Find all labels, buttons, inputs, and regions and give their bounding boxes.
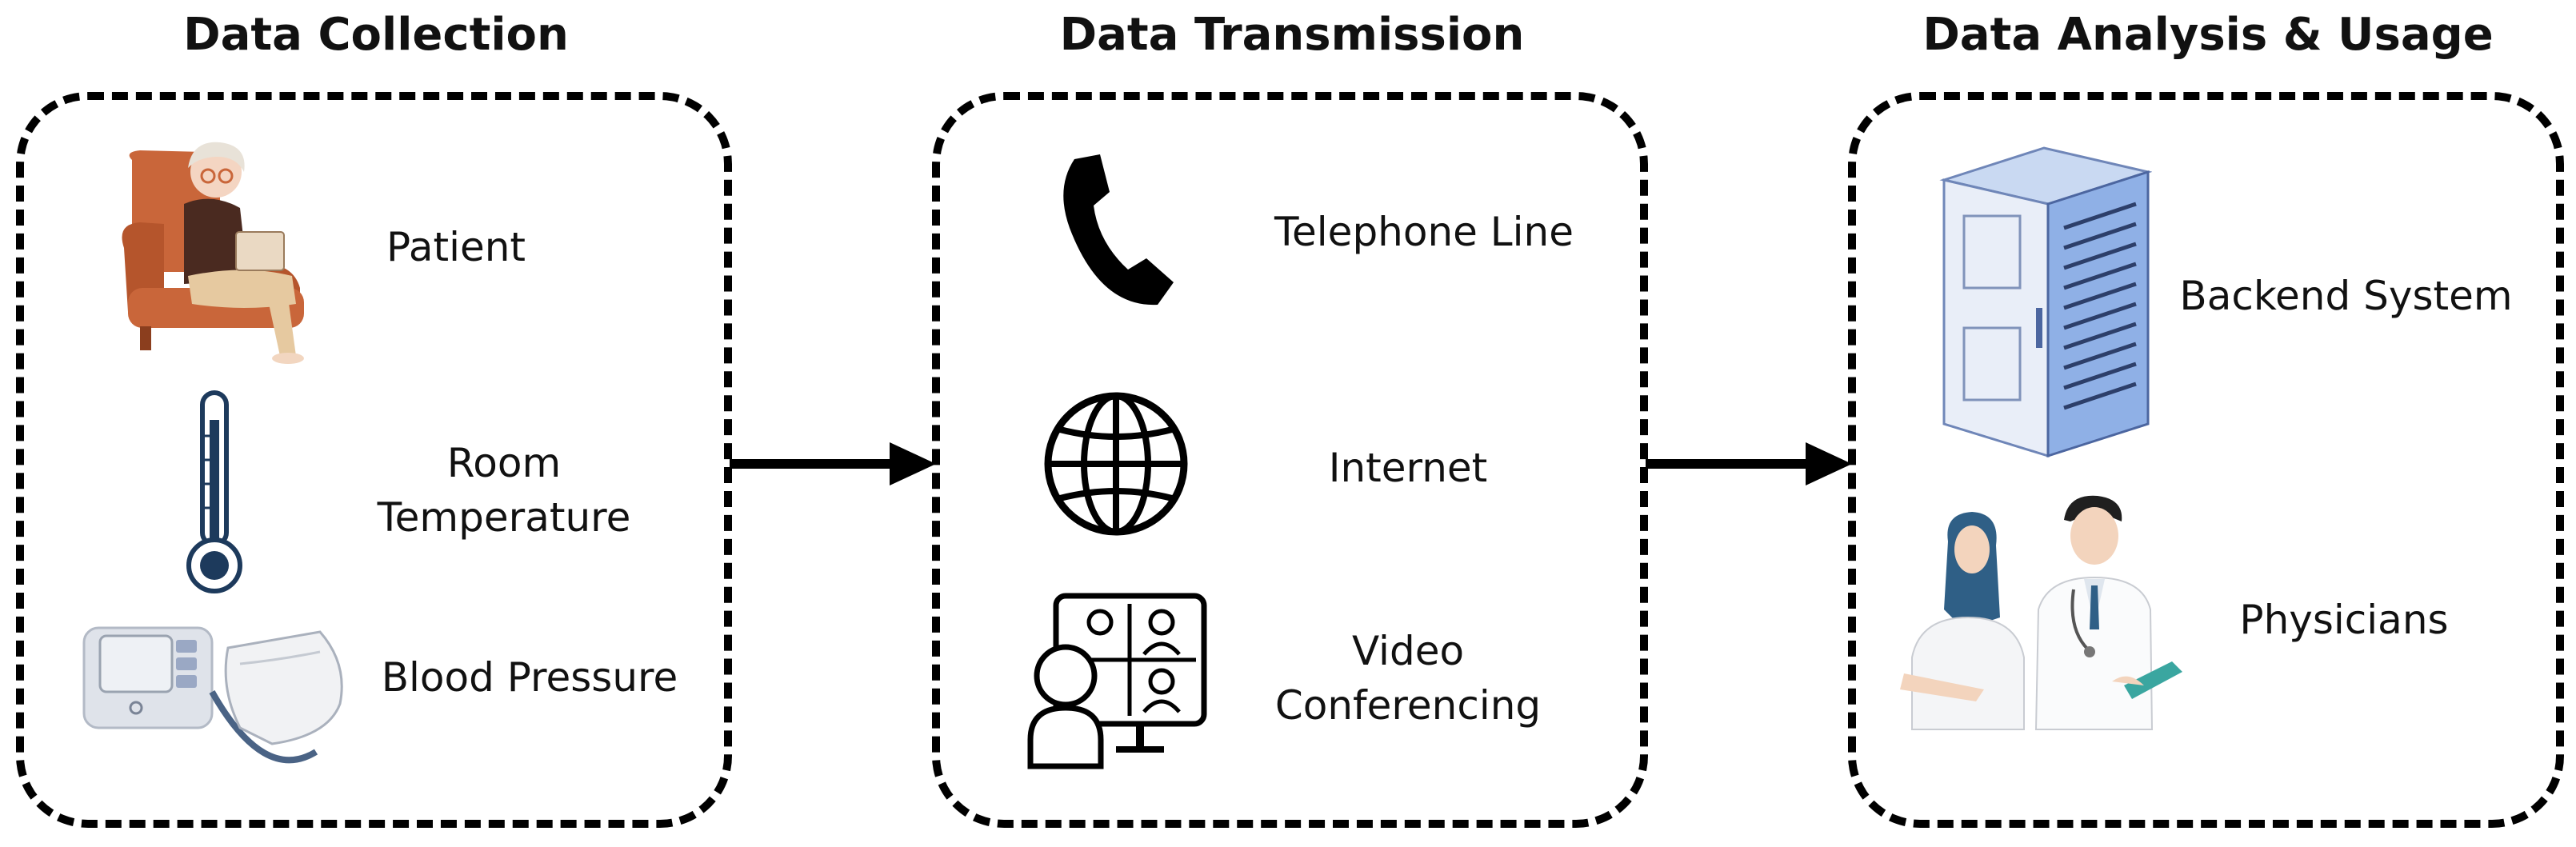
panel-data-transmission xyxy=(932,92,1648,828)
stage-title-data-transmission: Data Transmission xyxy=(1059,9,1525,61)
panel-data-analysis xyxy=(1848,92,2564,828)
arrow-icon xyxy=(1646,442,1852,485)
physicians-illustration xyxy=(1900,495,2182,730)
video-conferencing-label: Video Conferencing xyxy=(1274,628,1542,729)
room-temperature-label: Room Temperature xyxy=(377,440,631,541)
telephone-icon xyxy=(1063,154,1174,306)
video-conferencing-icon xyxy=(1027,593,1207,769)
internet-label: Internet xyxy=(1328,445,1488,491)
thermometer-icon xyxy=(186,390,242,593)
physicians-label: Physicians xyxy=(2239,597,2449,643)
backend-system-label: Backend System xyxy=(2179,273,2513,319)
elderly-patient-illustration xyxy=(122,142,304,364)
panel-data-collection xyxy=(16,92,732,828)
stage-title-data-analysis: Data Analysis & Usage xyxy=(1922,9,2494,61)
stage-title-data-collection: Data Collection xyxy=(183,9,569,61)
server-rack-illustration xyxy=(1939,146,2152,458)
arrow-icon xyxy=(730,442,936,485)
blood-pressure-label: Blood Pressure xyxy=(381,654,678,701)
patient-label: Patient xyxy=(386,224,526,270)
blood-pressure-monitor-illustration xyxy=(82,626,343,764)
globe-icon xyxy=(1044,392,1188,536)
telephone-line-label: Telephone Line xyxy=(1274,209,1574,255)
